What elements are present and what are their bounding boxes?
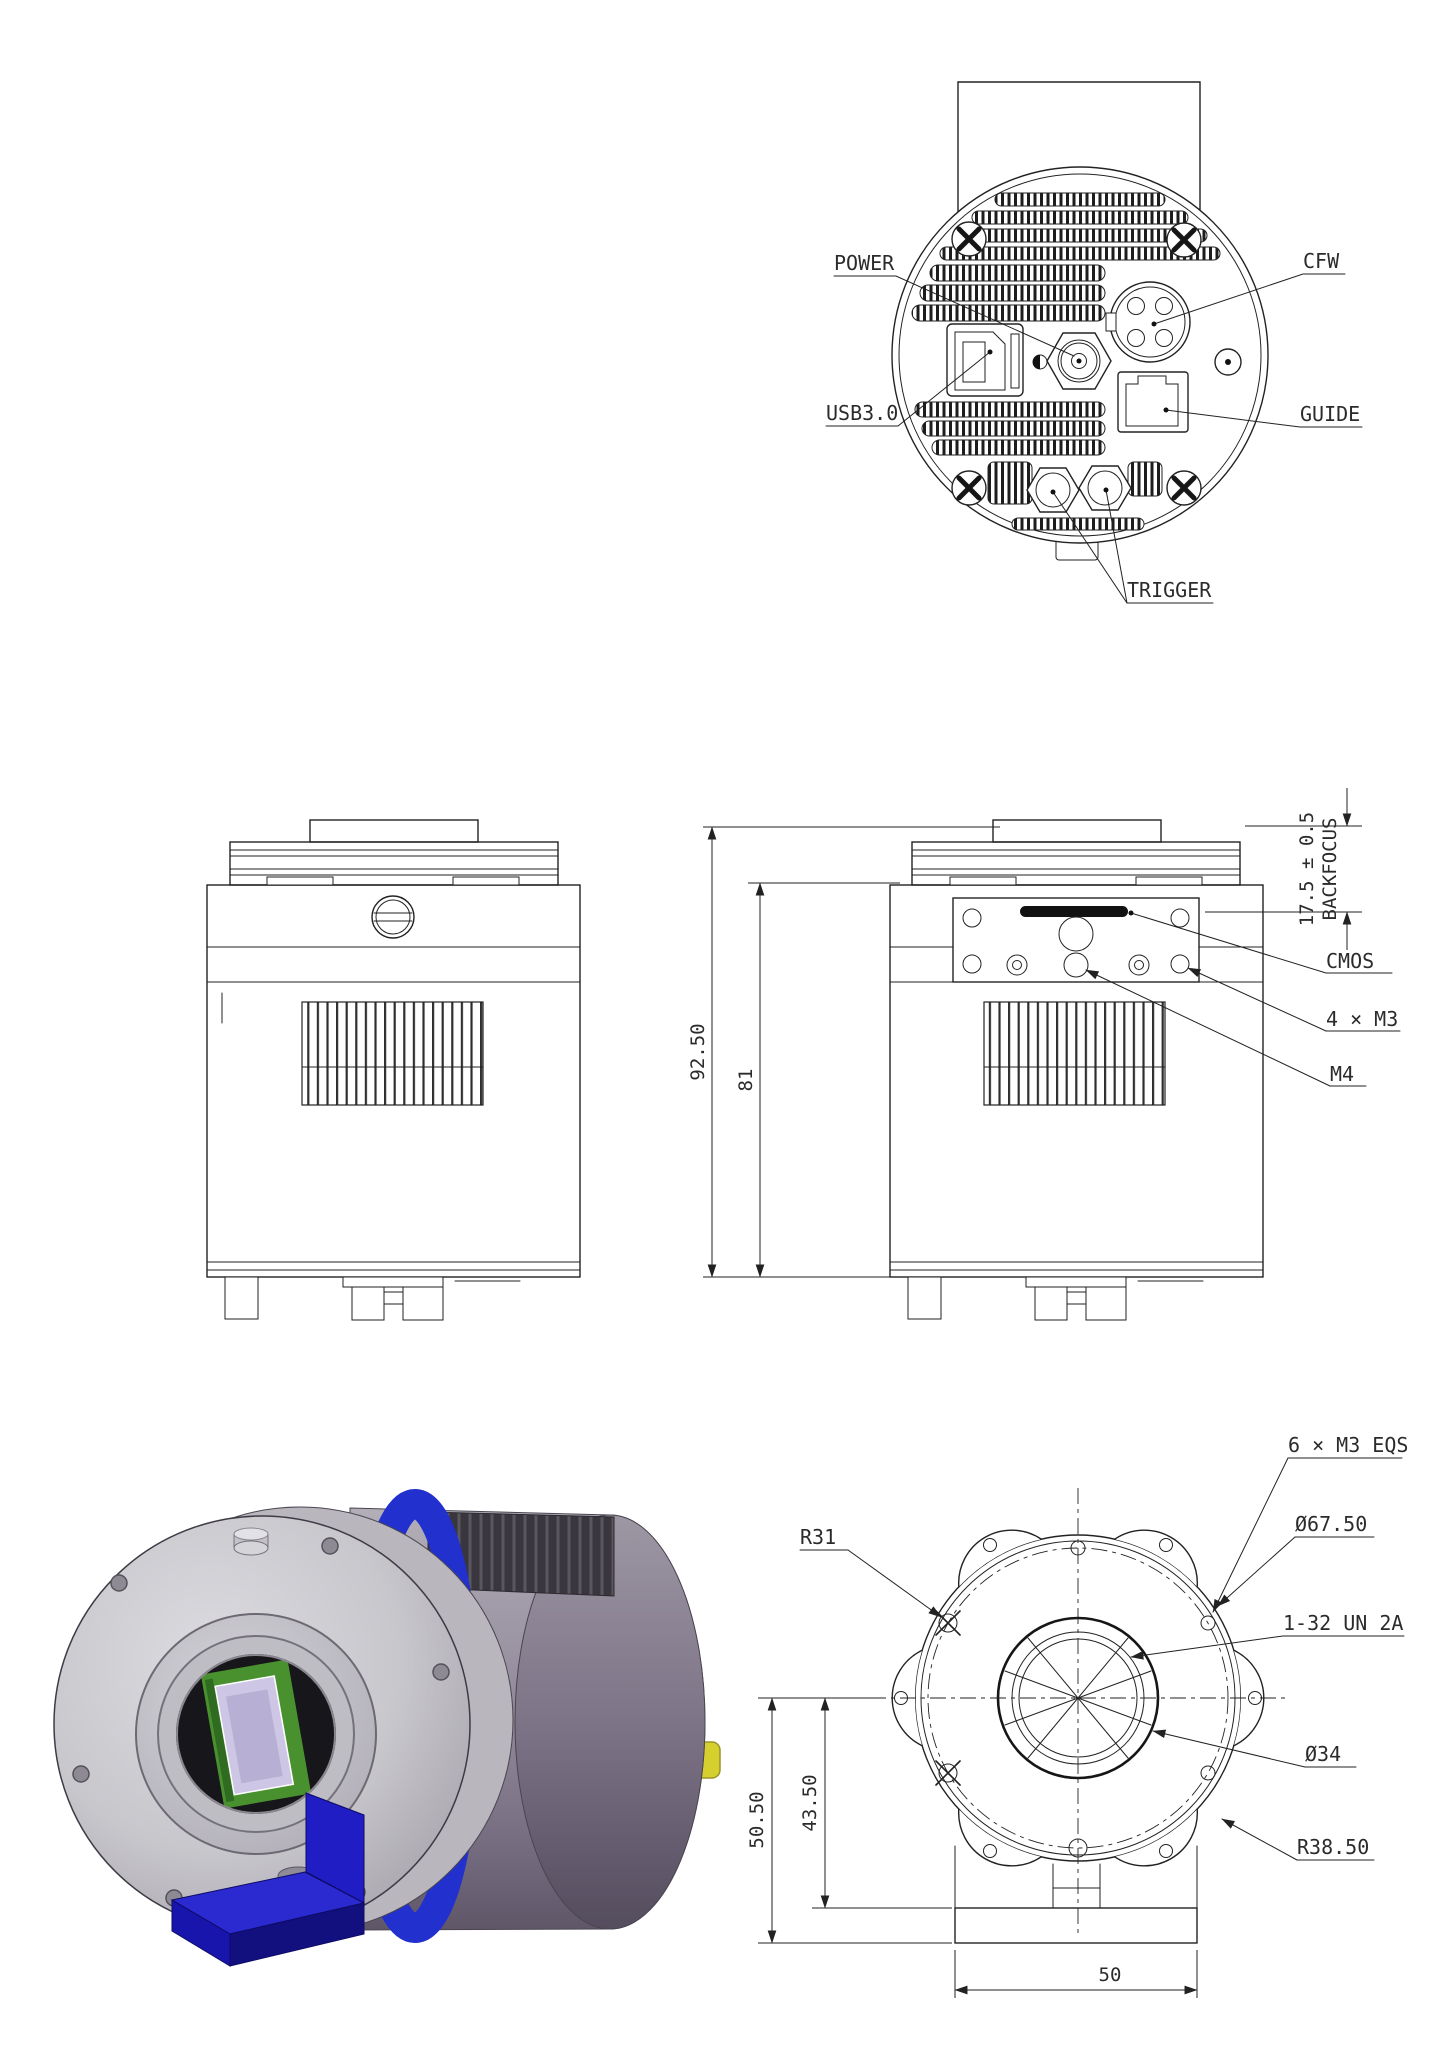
rear-labels: POWER USB3.0 CFW GUIDE TRIGGER xyxy=(825,249,1363,604)
sensor-plate xyxy=(952,897,1200,983)
side-view-left xyxy=(206,819,581,1321)
side-dimensions: 92.50 81 17.5 ± 0.5 BACKFOCUS CMOS 4 × M… xyxy=(687,788,1401,1278)
body-lines xyxy=(889,876,1264,1271)
trigger-label: TRIGGER xyxy=(1127,578,1212,602)
dovetail-tab xyxy=(309,819,479,843)
flange-lobes xyxy=(891,1529,1265,1867)
front-view: 50.50 43.50 50 6 × M3 EQS R31 Ø67.50 1-3… xyxy=(746,1433,1408,1998)
sensor-die xyxy=(226,1689,283,1784)
bolt-circle xyxy=(927,1547,1229,1849)
r3850-label: R38.50 xyxy=(1297,1835,1369,1859)
blue-base xyxy=(170,1792,366,1967)
pcb-edge xyxy=(204,1678,235,1803)
rear-screw-hole xyxy=(1214,348,1242,376)
cfw-connector xyxy=(1105,281,1191,363)
vent-grill xyxy=(301,1001,484,1106)
m4-hole xyxy=(1063,952,1089,978)
bottom-feet xyxy=(907,1276,1204,1321)
r31-label: R31 xyxy=(800,1525,836,1549)
rear-vent-slots xyxy=(911,192,1221,531)
screw-icon xyxy=(951,221,987,257)
bore-highlight xyxy=(176,1654,336,1814)
dia34-label: Ø34 xyxy=(1305,1742,1341,1766)
rear-corner-screws xyxy=(951,221,1202,506)
render-3d xyxy=(53,1489,721,1967)
rear-bracket-tab xyxy=(957,81,1201,215)
body-lines xyxy=(206,876,581,1271)
rear-plate-inner xyxy=(898,173,1262,537)
dim-backfocus-word: BACKFOCUS xyxy=(1319,818,1341,921)
side-view-right xyxy=(889,819,1264,1321)
screw-icon xyxy=(1166,470,1202,506)
screw-icon xyxy=(951,470,987,506)
dim-body-height: 81 xyxy=(735,1069,757,1092)
guide-port xyxy=(1117,371,1189,433)
top-knob xyxy=(233,1527,269,1556)
m4-label: M4 xyxy=(1330,1062,1354,1086)
body-rear-cap xyxy=(514,1514,706,1930)
base-side xyxy=(229,1902,365,1967)
dim-backfocus-value: 17.5 ± 0.5 xyxy=(1296,812,1318,926)
vent-grill xyxy=(983,1001,1166,1106)
dim-total-height: 92.50 xyxy=(687,1023,709,1080)
dim-50: 50 xyxy=(1099,1964,1122,1986)
thread-label: 1-32 UN 2A xyxy=(1283,1611,1403,1635)
cmos-window xyxy=(1020,906,1128,917)
bottom-feet xyxy=(224,1276,521,1321)
front-labels: 6 × M3 EQS R31 Ø67.50 1-32 UN 2A Ø34 R38… xyxy=(799,1433,1408,1861)
flange-ring-lines xyxy=(229,849,559,876)
dia6750-label: Ø67.50 xyxy=(1295,1512,1367,1536)
dim-43-50: 43.50 xyxy=(799,1774,821,1831)
four-m3-label: 4 × M3 xyxy=(1326,1007,1398,1031)
dovetail-tab xyxy=(992,819,1162,843)
m3-bolt-holes xyxy=(935,1540,1216,1858)
power-jack xyxy=(1046,332,1112,390)
six-m3-label: 6 × M3 EQS xyxy=(1288,1433,1408,1457)
front-dimensions: 50.50 43.50 50 xyxy=(746,1697,1198,1998)
sensor-assembly xyxy=(201,1660,311,1808)
usb3-port xyxy=(946,323,1024,397)
rear-view: POWER USB3.0 CFW GUIDE TRIGGER xyxy=(825,81,1363,604)
flange-ring-lines xyxy=(911,849,1241,876)
cmos-label: CMOS xyxy=(1326,949,1374,973)
lobe-holes xyxy=(894,1538,1262,1858)
guide-label: GUIDE xyxy=(1300,402,1360,426)
front-base xyxy=(954,1845,1198,1944)
power-label: POWER xyxy=(834,251,895,275)
thumbscrew xyxy=(371,895,415,939)
screw-icon xyxy=(1166,222,1202,258)
cfw-label: CFW xyxy=(1303,249,1340,273)
usb-label: USB3.0 xyxy=(826,401,898,425)
dim-50-50: 50.50 xyxy=(746,1791,768,1848)
